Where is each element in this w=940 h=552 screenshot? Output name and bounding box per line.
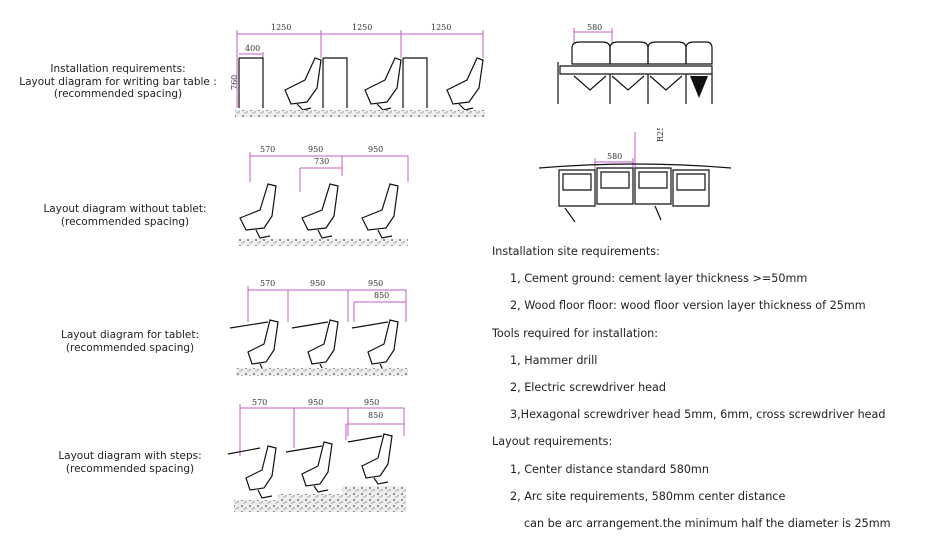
seat-row-front (557, 41, 713, 104)
floor (236, 368, 408, 376)
desk-and-chair-1 (238, 57, 322, 111)
seat-row-arc (558, 167, 710, 223)
dim-label: 950 (368, 145, 383, 154)
layout-item: 1, Center distance standard 580mn (510, 462, 709, 476)
tools-item: 3,Hexagonal screwdriver head 5mm, 6mm, c… (510, 408, 886, 422)
chair-1 (239, 183, 277, 239)
no-tablet-diagram: 570 950 950 730 (238, 145, 409, 246)
site-item: 2, Wood floor floor: wood floor version … (510, 299, 866, 313)
label-no-tablet: Layout diagram without tablet: (recommen… (43, 203, 207, 228)
writing-bar-diagram: 1250 1250 1250 400 760 (230, 23, 485, 117)
dim-label: 850 (374, 291, 389, 300)
dim-label: 580 (607, 152, 622, 161)
layout-title: Layout requirements: (492, 435, 613, 449)
chair-2 (301, 183, 339, 239)
floor (238, 239, 408, 246)
desk-and-chair-2 (322, 57, 402, 111)
tablet-diagram: 570 950 950 850 (229, 279, 408, 376)
dim-label: 730 (314, 157, 329, 166)
dim-label: 760 (230, 75, 239, 90)
dim-label: 1250 (431, 23, 451, 32)
site-item: 1, Cement ground: cement layer thickness… (510, 272, 808, 286)
tools-item: 2, Electric screwdriver head (510, 380, 667, 394)
dim-label: 570 (252, 398, 267, 407)
dim-label: 850 (368, 411, 383, 420)
dim-label: 570 (260, 145, 275, 154)
desk-and-chair-3 (402, 57, 484, 111)
tools-item: 1, Hammer drill (510, 353, 598, 367)
tools-title: Tools required for installation: (492, 326, 659, 340)
dim-label: 950 (308, 145, 323, 154)
floor (235, 110, 485, 117)
label-steps: Layout diagram with steps: (recommended … (58, 450, 202, 475)
dim-label: 400 (245, 44, 260, 53)
dim-label: R25000 (656, 128, 665, 142)
chair-3 (361, 183, 399, 239)
installation-info: Installation site requirements: 1, Cemen… (492, 243, 932, 542)
chair-on-step-2 (285, 441, 333, 493)
site-title: Installation site requirements: (492, 245, 660, 258)
dim-label: 580 (587, 23, 602, 32)
dim-label: 1250 (271, 23, 291, 32)
dim-label: 950 (310, 279, 325, 288)
layout-item: 2, Arc site requirements, 580mm center d… (510, 489, 786, 503)
arc-line (538, 163, 732, 169)
stepped-floor (234, 486, 406, 512)
chair-with-tablet-3 (351, 319, 399, 373)
steps-diagram: 570 950 950 850 (227, 398, 406, 512)
dim-label: 950 (308, 398, 323, 407)
layout-note: can be arc arrangement.the minimum half … (524, 516, 891, 530)
chair-with-tablet-2 (291, 319, 339, 373)
row-front-view: 580 (557, 23, 713, 104)
label-writing-bar: Installation requirements: Layout diagra… (19, 63, 217, 100)
dim-label: 570 (260, 279, 275, 288)
dim-label: 1250 (352, 23, 372, 32)
dim-label: 950 (368, 279, 383, 288)
chair-with-tablet-1 (229, 319, 279, 373)
row-arc-view: 580 R25000 (538, 128, 732, 223)
chair-on-step-3 (347, 433, 393, 485)
label-tablet: Layout diagram for tablet: (recommended … (60, 329, 200, 354)
chair-on-step-1 (227, 445, 277, 499)
dim-label: 950 (364, 398, 379, 407)
